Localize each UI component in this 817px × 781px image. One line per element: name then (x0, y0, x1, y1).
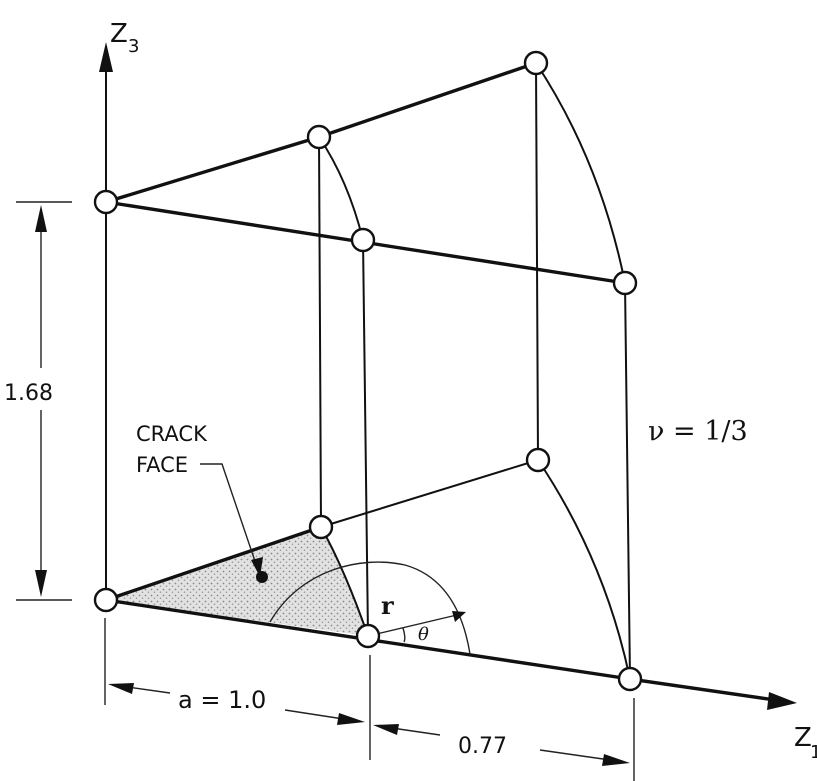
dim-width-label: 0.77 (458, 734, 507, 759)
z1-axis-label: Z (794, 723, 812, 753)
dim-height-label: 1.68 (4, 381, 53, 406)
dim-077-arrow-right (602, 754, 630, 766)
z1-axis-line (629, 677, 776, 702)
crack-face-label-line2: FACE (136, 453, 188, 477)
edge-vertical-outer-back (535, 62, 539, 461)
edge-vertical-outer-front (624, 282, 631, 680)
z3-axis-label: Z (110, 19, 128, 49)
polar-r-label: r (381, 591, 394, 620)
dim-a-arrow-right (337, 713, 365, 725)
dim-a-arrow-left (108, 683, 134, 694)
edge-bottom-inner-radial (105, 525, 322, 602)
dim-077-arrow-left (373, 724, 399, 735)
mesh-node (93, 189, 119, 215)
edge-bottom-outer-radial (320, 459, 539, 528)
mesh-node (306, 124, 332, 150)
z1-axis-arrowhead (767, 692, 797, 710)
mesh-node (308, 514, 334, 540)
mesh-node (612, 270, 638, 296)
mesh-node (617, 666, 643, 692)
mesh-node (93, 587, 119, 613)
polar-radius-arrowhead (452, 611, 466, 622)
z3-axis-arrowhead (99, 42, 113, 72)
edge-vertical-inner-back (318, 136, 322, 528)
polar-radius-r (367, 613, 462, 637)
edge-vertical-inner-front (362, 239, 369, 637)
mesh-node (523, 50, 549, 76)
mesh-node (350, 227, 376, 253)
polar-theta-arc (402, 627, 406, 643)
edge-top-outer-radial (318, 61, 537, 139)
dim-height-arrow-bottom (35, 570, 47, 597)
dim-a-label: a = 1.0 (178, 686, 266, 714)
polar-theta-label: θ (418, 624, 429, 645)
poisson-ratio-label: ν = 1/3 (648, 416, 748, 447)
dim-077-line-right (539, 749, 611, 761)
z1-axis-subscript: 1 (810, 742, 817, 763)
arc-top-outer (535, 62, 626, 284)
edge-top-inner-radial (105, 135, 320, 204)
dim-height-arrow-top (35, 205, 47, 232)
crack-face-label-line1: CRACK (136, 422, 208, 446)
z3-axis-subscript: 3 (128, 36, 139, 57)
arc-bottom-outer (537, 459, 631, 680)
crack-face-marker (256, 571, 268, 583)
crack-face-leader (200, 463, 259, 571)
mesh-node (525, 447, 551, 473)
arc-top-inner (318, 136, 364, 241)
mesh-node (355, 623, 381, 649)
